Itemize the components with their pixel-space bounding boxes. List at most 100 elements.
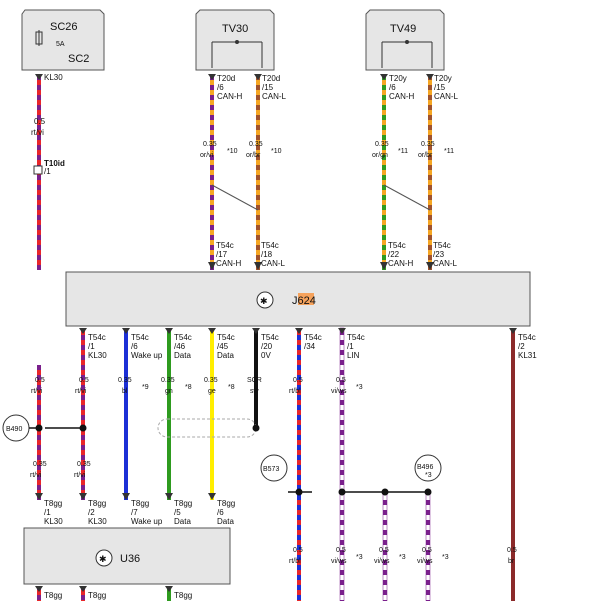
- canh30-color: or/vi: [200, 152, 214, 159]
- wire-wakeup[interactable]: [124, 328, 128, 500]
- b573-node[interactable]: [260, 454, 288, 482]
- b4-note: *3: [442, 554, 449, 561]
- star-glyph: ✱: [260, 296, 268, 306]
- w4-color: gn: [165, 388, 173, 395]
- wire-1[interactable]: [37, 365, 41, 500]
- t54c-1-b: /1: [88, 342, 95, 351]
- b4-size: 0.5: [422, 547, 432, 554]
- wire-rtbl[interactable]: [297, 328, 301, 601]
- b496-label: B496: [417, 464, 433, 471]
- t54c-20-a: T54c: [261, 333, 279, 342]
- w1b-color: rt/vi: [30, 472, 42, 479]
- wire-can-h-tv49[interactable]: [382, 74, 386, 270]
- sc26-ref: SC2: [68, 53, 89, 65]
- t20d-6-b: /6: [217, 83, 224, 92]
- w8-note: *3: [356, 384, 363, 391]
- canh30-size: 0.35: [203, 141, 217, 148]
- shield-outline: [157, 418, 257, 438]
- w1-color: rt/vi: [31, 388, 43, 395]
- t20d-15-c: CAN-L: [262, 92, 287, 101]
- wire-bottom-1[interactable]: [37, 586, 41, 601]
- wire-kl31[interactable]: [511, 328, 515, 601]
- t8gg-2-a: T8gg: [88, 499, 106, 508]
- canl30-size: 0.35: [249, 141, 263, 148]
- canl49-note: *11: [444, 148, 454, 155]
- w6-color: sw: [250, 388, 260, 395]
- sc26-name: SC26: [50, 21, 78, 33]
- t8gg-7-b: /7: [131, 508, 138, 517]
- wire-data-ge[interactable]: [210, 328, 214, 500]
- w1b-size: 0.35: [33, 461, 47, 468]
- twisted-pair-mark-tv49: [383, 184, 431, 211]
- twisted-pair-mark-tv30: [211, 184, 259, 211]
- w2-size: 0.5: [79, 377, 89, 384]
- wire-can-l-tv30[interactable]: [256, 74, 260, 270]
- j624-box[interactable]: ✱ J624: [65, 271, 531, 327]
- t54c-6-c: Wake up: [131, 351, 163, 360]
- t8gg-6-b: /6: [217, 508, 224, 517]
- t54c-1-a: T54c: [88, 333, 106, 342]
- w3-note: *9: [142, 384, 149, 391]
- w5-size: 0.35: [204, 377, 218, 384]
- t8gg-2-c: KL30: [88, 517, 107, 526]
- wire-2[interactable]: [81, 328, 85, 500]
- t54c-1-c: KL30: [88, 351, 107, 360]
- t10id-pin: /1: [44, 167, 51, 176]
- u36-star-glyph: ✱: [99, 554, 107, 564]
- w5-color: ge: [208, 388, 216, 395]
- wire-can-h-tv30[interactable]: [210, 74, 214, 270]
- wire-bottom-3[interactable]: [167, 586, 171, 601]
- w4-note: *8: [185, 384, 192, 391]
- tv30-box[interactable]: TV30: [195, 9, 275, 71]
- u36-name: U36: [120, 553, 140, 565]
- t20y-15-a: T20y: [434, 74, 452, 83]
- t54c-20-b: /20: [261, 342, 273, 351]
- b5-size: 0.5: [507, 547, 517, 554]
- t54c-45-b: /45: [217, 342, 229, 351]
- canl30-note: *10: [271, 148, 282, 155]
- t8gg-1-c: KL30: [44, 517, 63, 526]
- w2-color: rt/vi: [75, 388, 87, 395]
- t8gg-5-b: /5: [174, 508, 181, 517]
- t54c-18-b: /18: [261, 250, 273, 259]
- t54c-17-c: CAN-H: [216, 259, 242, 268]
- fuse-sc26-box[interactable]: SC26 5A SC2: [21, 9, 105, 71]
- t54c-34-a: T54c: [304, 333, 322, 342]
- t54c-1lin-c: LIN: [347, 351, 360, 360]
- t20d-6-a: T20d: [217, 74, 235, 83]
- t54c-23-a: T54c: [433, 241, 451, 250]
- t54c-18-c: CAN-L: [261, 259, 286, 268]
- u36-ground-star-icon: [95, 549, 113, 567]
- t8gg-2-b: /2: [88, 508, 95, 517]
- w3-size: 0.35: [118, 377, 132, 384]
- wire-data-gn[interactable]: [167, 328, 171, 500]
- t54c-46-b: /46: [174, 342, 186, 351]
- t54c-22-b: /22: [388, 250, 400, 259]
- t8gg-6-c: Data: [217, 517, 234, 526]
- w4-size: 0.35: [161, 377, 175, 384]
- t20y-6-c: CAN-H: [389, 92, 415, 101]
- t8gg-1-a: T8gg: [44, 499, 62, 508]
- t10id-label: T10id: [44, 159, 65, 168]
- t54c-17-b: /17: [216, 250, 228, 259]
- t20y-15-c: CAN-L: [434, 92, 459, 101]
- t8gg-5-c: Data: [174, 517, 191, 526]
- kl30-label: KL30: [44, 73, 63, 82]
- t8gg-6-a: T8gg: [217, 499, 235, 508]
- w6-size: SCR: [247, 377, 262, 384]
- b1-size: 0.5: [293, 547, 303, 554]
- t20y-6-a: T20y: [389, 74, 407, 83]
- tv49-box[interactable]: TV49: [365, 9, 445, 71]
- t54c-23-c: CAN-L: [433, 259, 458, 268]
- w7-color: rt/bl: [289, 388, 301, 395]
- canh49-size: 0.35: [375, 141, 389, 148]
- b496-node[interactable]: [414, 454, 442, 482]
- wire-bottom-2[interactable]: [81, 586, 85, 601]
- u36-box[interactable]: ✱ U36: [23, 527, 231, 585]
- t54c-6-a: T54c: [131, 333, 149, 342]
- t20y-15-b: /15: [434, 83, 446, 92]
- wire-can-l-tv49[interactable]: [428, 74, 432, 270]
- canl30-color: or/br: [246, 152, 261, 159]
- wire-shield[interactable]: [254, 328, 258, 428]
- canh49-color: or/gn: [372, 152, 388, 159]
